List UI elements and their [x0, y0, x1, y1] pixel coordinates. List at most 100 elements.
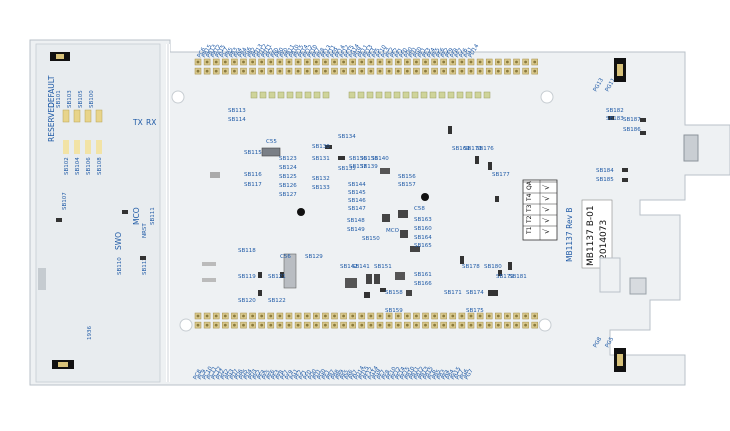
solder-bridge-label: SB129 — [305, 254, 323, 260]
solder-bridge-label: SB179 — [496, 274, 514, 280]
board-model-area: MB1137 Rev B MB1137 B-01 A2014073 — [565, 199, 613, 269]
pin-label: PF12 — [363, 366, 375, 381]
solder-bridge-label: SB147 — [348, 206, 366, 212]
pin-label: PC6 — [427, 368, 438, 381]
pin-label: PA4 — [441, 369, 452, 381]
solder-bridge-label: SB171 — [444, 290, 462, 296]
qa-cell-label: T4 — [526, 193, 533, 202]
pin-label: PF8 — [450, 47, 460, 59]
solder-bridge-label: SB131 — [312, 156, 330, 162]
pin-label: PC9 — [197, 368, 208, 381]
pin-label: PE4 — [427, 47, 438, 59]
qa-check-mark: √ — [542, 195, 551, 201]
sb104-label: SB104 — [75, 157, 81, 175]
pin-label: PG5 — [605, 336, 616, 349]
pin-label: PG6 — [459, 368, 470, 381]
solder-bridge-label: SB148 — [347, 218, 365, 224]
solder-bridge-label: SB160 — [414, 226, 432, 232]
pin-label: PA6 — [344, 369, 355, 381]
pin-label: PG0 — [413, 46, 424, 59]
pin-label: PD5 — [239, 368, 250, 381]
sb106-label: SB106 — [86, 157, 92, 175]
pin-label: PG1 — [463, 46, 474, 59]
solder-bridge-label: SB124 — [279, 165, 297, 171]
pin-label: PF2 — [294, 369, 304, 381]
top-pin-headers — [194, 58, 538, 99]
pin-label: PG3 — [225, 368, 236, 381]
solder-bridge-label: SB137 — [349, 164, 367, 170]
solder-bridge-label: SB165 — [414, 243, 432, 249]
solder-bridge-label: SB156 — [398, 174, 416, 180]
pin-label: PB0 — [275, 46, 286, 59]
pin-label: PG0 — [317, 368, 328, 381]
solder-bridge-label: SB159 — [385, 308, 403, 314]
solder-bridge-label: MCO — [386, 228, 400, 234]
pin-label: PG7 — [464, 368, 475, 381]
solder-bridge-label: SB138 — [360, 156, 378, 162]
pin-label: PB3 — [436, 368, 447, 381]
pin-label: PE6 — [436, 47, 447, 59]
reserved-label: RESERVED — [47, 102, 56, 142]
pin-label: PB3 — [229, 46, 240, 59]
pin-label: PA4 — [233, 47, 244, 59]
solder-bridge-label: SB164 — [414, 235, 432, 241]
pin-label: PE1 — [321, 369, 331, 381]
pin-label: PE0 — [279, 47, 290, 59]
date-code: 1936 — [87, 326, 93, 340]
pin-label: PF9 — [445, 47, 455, 59]
solder-bridge-label: SB170 — [464, 146, 482, 152]
solder-bridge-label: SB182 — [606, 108, 624, 114]
swo-label: SWO — [114, 232, 123, 250]
sb100-label: SB100 — [89, 90, 95, 108]
pin-label: PC7 — [455, 368, 466, 381]
nrst-label: NRST — [142, 223, 148, 238]
qa-sticker: T1√T2√T3√T4√QA√ — [522, 179, 558, 241]
solder-bridge-label: SB157 — [398, 182, 416, 188]
solder-bridge-label: SB183 — [606, 116, 624, 122]
model-revision: MB1137 Rev B — [565, 207, 574, 262]
pin-label: PF7 — [280, 369, 290, 381]
solder-bridge-label: SB184 — [596, 168, 614, 174]
solder-bridge-label: SB187 — [623, 117, 641, 123]
sb111-label: SB111 — [150, 207, 156, 225]
pin-label: PC2 — [385, 47, 396, 59]
solder-bridge-label: SB181 — [509, 274, 527, 280]
solder-bridge-label: SB139 — [360, 164, 378, 170]
qa-cell-label: T1 — [526, 226, 533, 235]
pin-label: PF0 — [303, 369, 313, 381]
pin-label: PF1 — [298, 369, 308, 381]
pin-label: PE7 — [312, 47, 323, 59]
solder-bridge-label: SB158 — [385, 290, 403, 296]
pin-label: PE8 — [316, 47, 327, 59]
mco-left-label: MCO — [132, 207, 141, 225]
pin-label: PE4 — [257, 369, 268, 381]
pin-label: PA7 — [349, 369, 360, 381]
pin-label: PB4 — [238, 46, 249, 59]
solder-bridge-label: SB149 — [347, 227, 365, 233]
solder-bridge-label: SB175 — [466, 308, 484, 314]
board-id-line2: A2014073 — [599, 220, 609, 266]
solder-bridge-label: SB178 — [462, 264, 480, 270]
solder-bridge-label: SB177 — [492, 172, 510, 178]
pin-label: PE1 — [417, 47, 427, 59]
default-label: DEFAULT — [47, 75, 56, 108]
solder-bridge-label: SB145 — [348, 190, 366, 196]
sb101-label: SB101 — [56, 90, 62, 108]
rx-label: RX — [146, 118, 156, 127]
solder-bridge-label: SB119 — [238, 274, 256, 280]
pin-label: PF1 — [394, 47, 404, 59]
solder-bridge-label: SB163 — [414, 217, 432, 223]
solder-bridge-label: SB117 — [244, 182, 262, 188]
pin-label: PF7 — [454, 47, 464, 59]
pin-label: PE7 — [377, 369, 388, 381]
pin-label: PD6 — [234, 368, 245, 381]
pin-label: PC6 — [197, 46, 208, 59]
pin-label: PG6 — [243, 46, 254, 59]
pin-label: PE3 — [422, 47, 433, 59]
pin-label: PF5 — [371, 47, 381, 59]
pin-label: PD1 — [408, 46, 419, 59]
solder-bridge-label: SB126 — [279, 183, 297, 189]
solder-bridge-label: SB150 — [362, 236, 380, 242]
board-id-line1: MB1137 B-01 — [586, 205, 596, 266]
